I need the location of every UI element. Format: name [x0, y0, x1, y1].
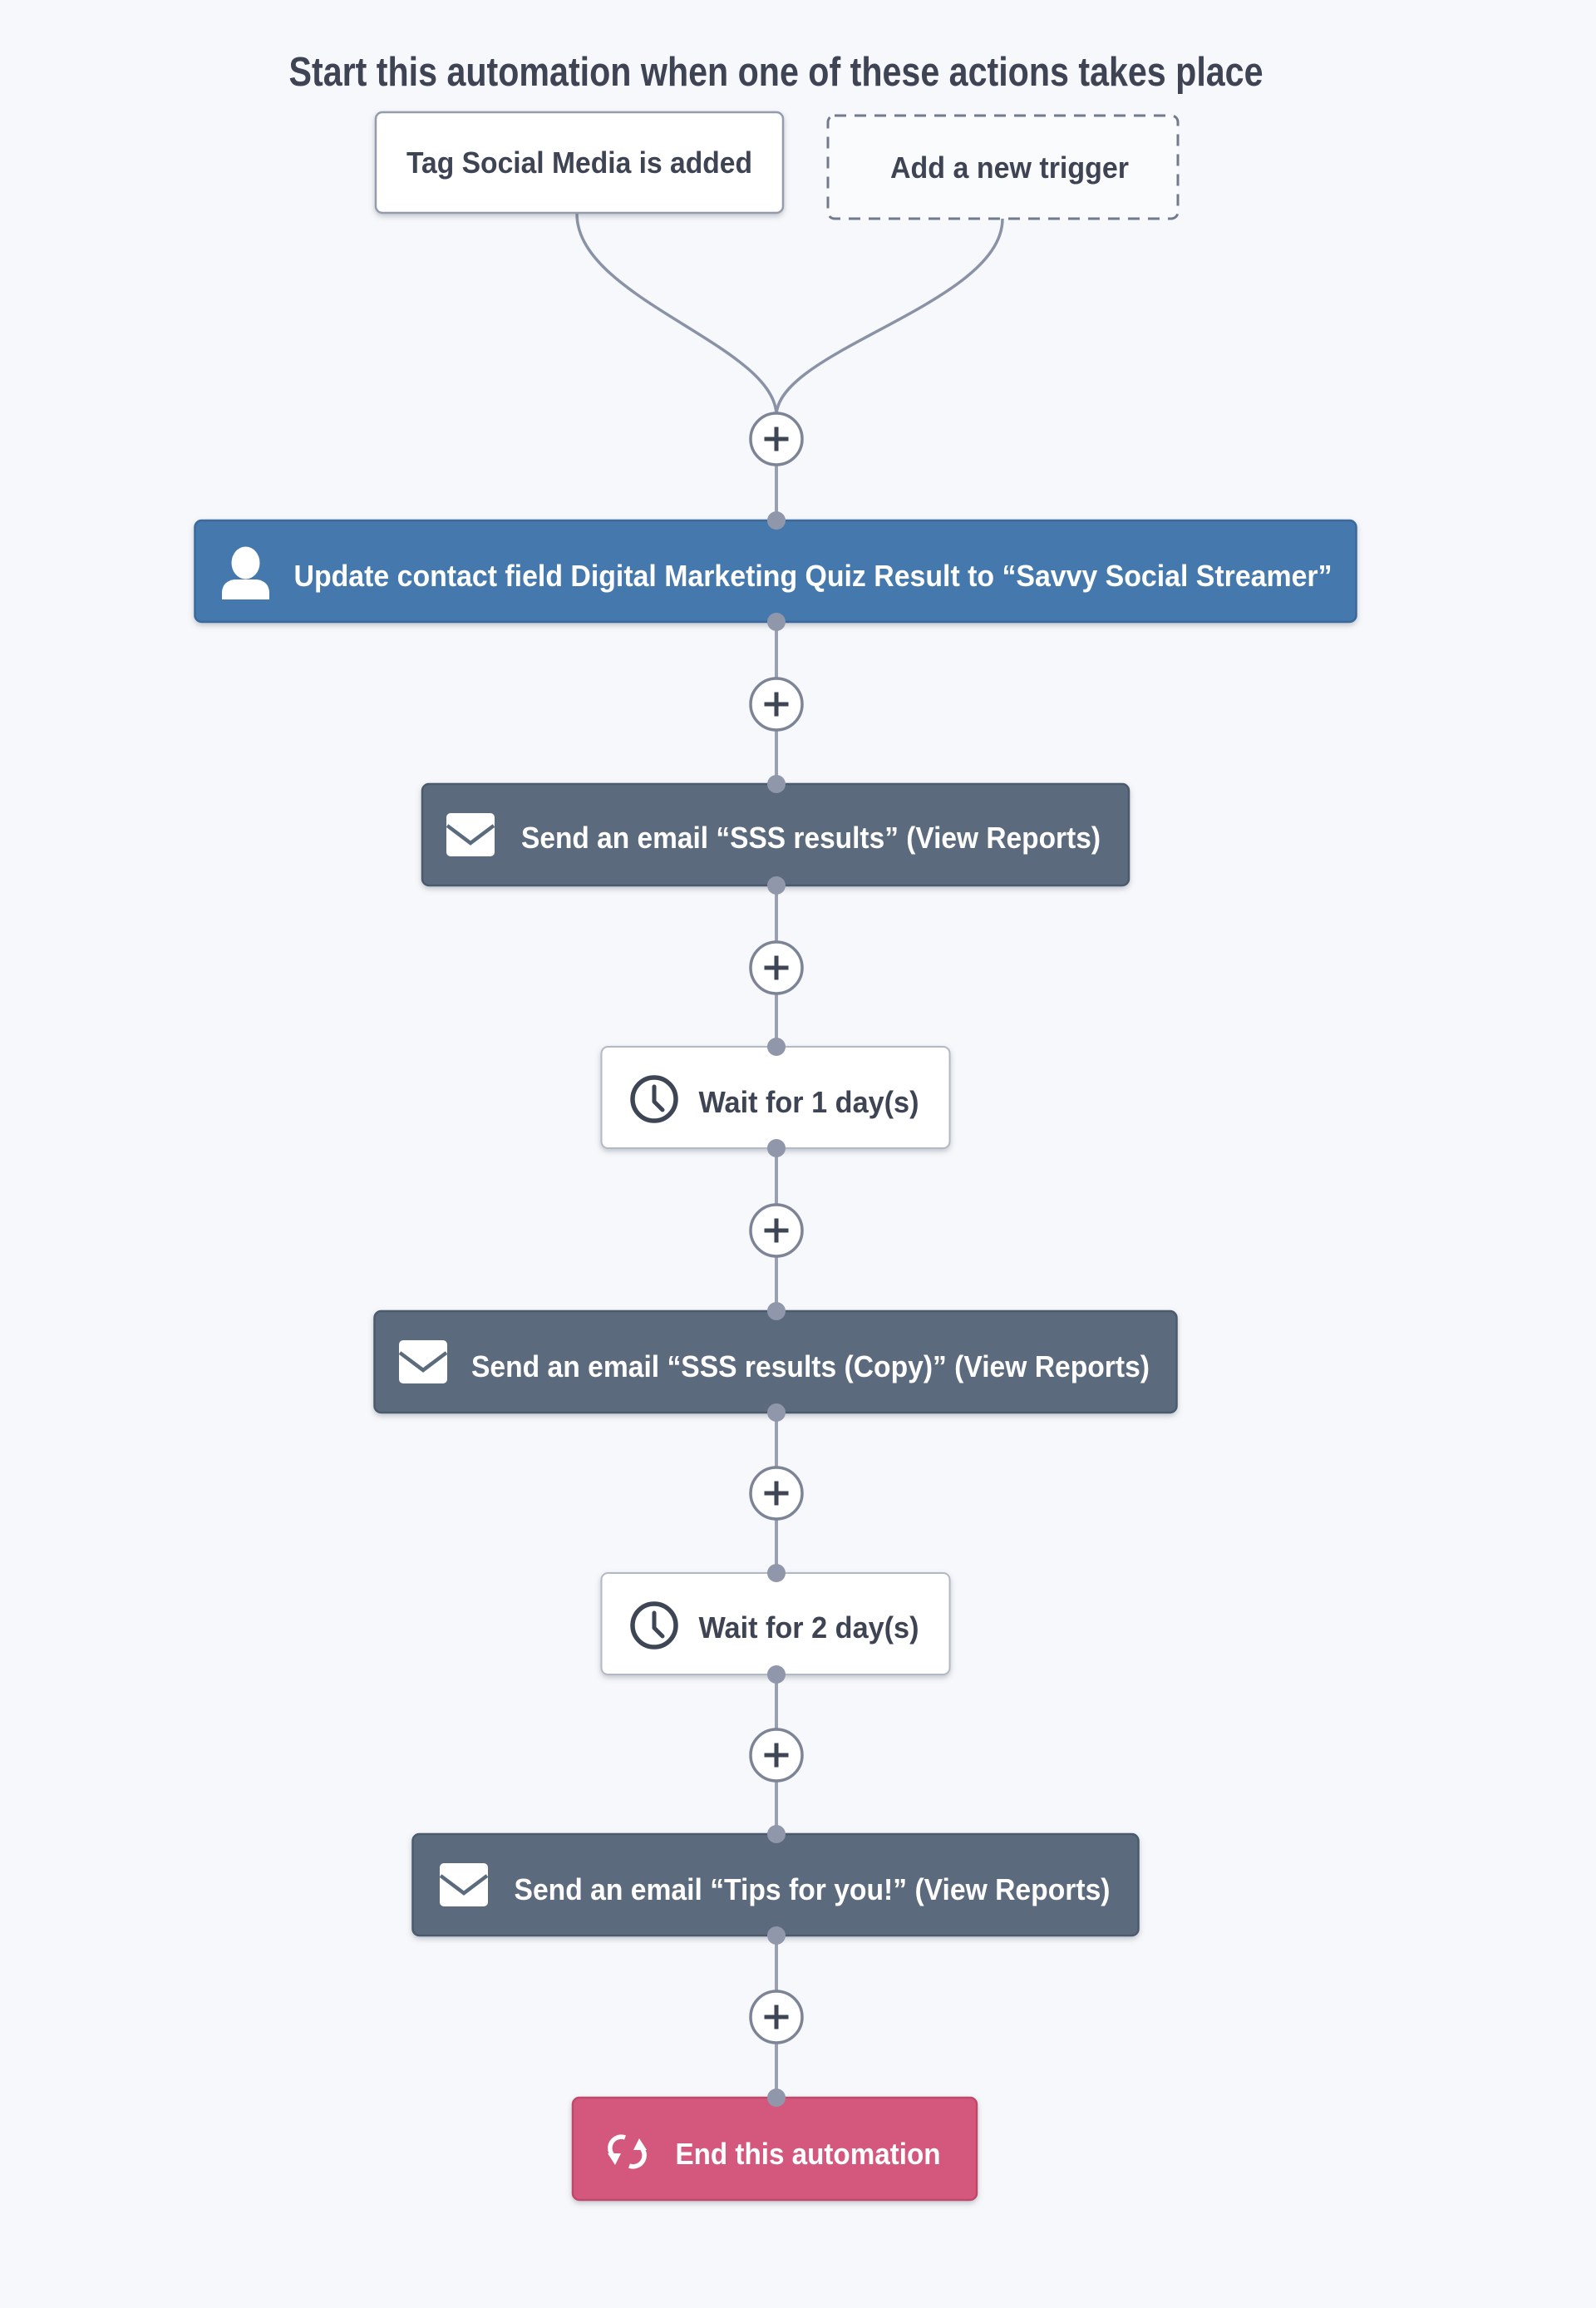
svg-text:Send an email “Tips for you!”: Send an email “Tips for you!” (View Repo… [515, 1872, 1111, 1906]
svg-text:Send an email “SSS results” (V: Send an email “SSS results” (View Report… [521, 821, 1101, 855]
svg-text:End this automation: End this automation [676, 2137, 941, 2171]
svg-text:Tag Social Media is added: Tag Social Media is added [406, 145, 752, 180]
svg-text:Update contact field Digital M: Update contact field Digital Marketing Q… [294, 559, 1332, 593]
svg-text:Wait for 1 day(s): Wait for 1 day(s) [699, 1085, 919, 1119]
svg-text:Wait for 2 day(s): Wait for 2 day(s) [699, 1610, 919, 1645]
svg-text:Send an email “SSS results (Co: Send an email “SSS results (Copy)” (View… [471, 1349, 1150, 1383]
svg-text:Add a new trigger: Add a new trigger [890, 150, 1129, 185]
svg-text:Start this automation when one: Start this automation when one of these … [289, 50, 1264, 95]
